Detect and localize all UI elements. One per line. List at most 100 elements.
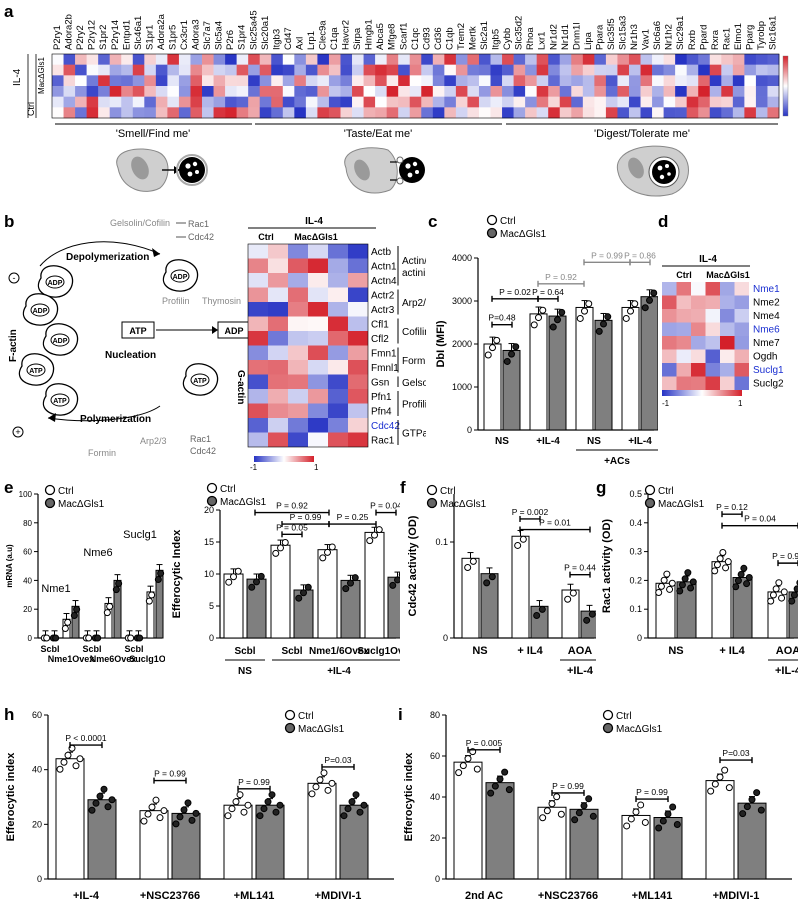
- y-axis-label: mRNA (a.u): [5, 544, 14, 588]
- x-tick-label: AOA: [776, 645, 798, 657]
- y-tick-label: 60: [23, 548, 32, 557]
- heatmap-cell: [675, 107, 687, 119]
- heatmap-cell: [282, 75, 295, 87]
- gene-label: Slc35d2: [514, 16, 525, 50]
- heatmap-cell: [308, 287, 328, 302]
- data-point: [276, 801, 284, 809]
- heatmap-cell: [513, 107, 526, 119]
- heatmap-b-category: GTPase: [402, 429, 426, 440]
- data-point: [743, 580, 751, 588]
- label-rac1-bottom: Rac1: [190, 434, 211, 444]
- p-value-annotation: P = 0.25: [337, 512, 369, 522]
- heatmap-cell: [571, 64, 584, 76]
- data-point: [154, 576, 162, 584]
- heatmap-cell: [248, 302, 268, 317]
- group-label-tolerate-me: 'Digest/Tolerate me': [594, 128, 690, 140]
- data-point: [722, 564, 730, 572]
- data-point: [790, 591, 798, 599]
- heatmap-cell: [167, 64, 180, 76]
- data-point: [655, 588, 663, 596]
- data-point: [676, 587, 684, 595]
- y-axis-label: DbI (MFI): [435, 320, 447, 367]
- p-value-annotation: P = 0.99: [154, 769, 186, 779]
- heatmap-cell: [490, 107, 503, 119]
- heatmap-cell: [502, 86, 514, 97]
- heatmap-cell: [268, 360, 288, 375]
- y-tick-label: 0.5: [629, 489, 642, 499]
- y-tick-label: 0: [28, 634, 33, 643]
- x-tick-label: Scbl: [281, 646, 302, 657]
- heatmap-cell: [617, 107, 630, 119]
- monomer-label: ATP: [53, 398, 67, 405]
- gene-label: Vav1: [641, 29, 652, 50]
- heatmap-cell: [348, 418, 368, 433]
- heatmap-cell: [236, 86, 249, 97]
- heatmap-cell: [63, 96, 76, 108]
- data-point: [70, 612, 78, 620]
- bar-ctrl: [575, 306, 594, 431]
- bar-ctrl: [453, 761, 483, 880]
- heatmap-cell: [705, 309, 720, 323]
- heatmap-cell: [525, 107, 537, 119]
- heatmap-cell: [305, 75, 318, 87]
- data-point: [224, 812, 232, 820]
- heatmap-cell: [328, 75, 341, 87]
- x-tick-label: NS: [472, 645, 487, 657]
- data-point: [687, 584, 695, 592]
- heatmap-cell: [444, 64, 457, 76]
- data-point: [281, 538, 289, 546]
- data-point: [64, 751, 72, 759]
- heatmap-cell: [348, 403, 368, 418]
- heatmap-cell: [409, 86, 422, 97]
- heatmap-cell: [75, 64, 87, 76]
- gene-label: S1pr1: [144, 25, 155, 50]
- heatmap-cell: [686, 86, 699, 97]
- x-tick-label: NS: [495, 436, 509, 447]
- y-tick-label: 1000: [452, 382, 472, 392]
- heatmap-cell: [305, 96, 318, 108]
- heatmap-cell: [652, 107, 664, 119]
- data-point: [632, 808, 640, 816]
- y-tick-label: 40: [32, 765, 42, 775]
- heatmap-cell: [248, 86, 261, 97]
- legend-ctrl-marker: [426, 484, 438, 496]
- heatmap-cell: [686, 96, 699, 108]
- heatmap-b-gene: Actn4: [371, 276, 397, 287]
- heatmap-cell: [109, 75, 122, 87]
- heatmap-cell: [721, 86, 734, 97]
- heatmap-cell: [559, 54, 572, 65]
- panel-b-heatmap: IL-4 Ctrl MacΔGls1 ActbActn1Actn4Actr2Ac…: [247, 216, 426, 472]
- heatmap-cell: [375, 64, 387, 76]
- heatmap-cell: [328, 360, 348, 375]
- data-point: [272, 808, 280, 816]
- heatmap-cell: [63, 107, 76, 119]
- p-value-annotation: P = 0.12: [716, 502, 748, 512]
- data-point: [112, 586, 120, 594]
- heatmap-cell: [663, 96, 676, 108]
- data-point: [106, 603, 114, 611]
- group-label: +ACs: [604, 456, 630, 467]
- heatmap-cell: [213, 75, 226, 87]
- legend-mac-marker: [486, 227, 498, 239]
- heatmap-cell: [734, 363, 749, 377]
- heatmap-cell: [490, 86, 503, 97]
- heatmap-cell: [432, 96, 445, 108]
- data-point: [344, 805, 352, 813]
- data-point: [172, 820, 180, 828]
- heatmap-cell: [652, 96, 664, 108]
- label-profilin: Profilin: [162, 296, 190, 306]
- data-point: [100, 785, 108, 793]
- heatmap-cell: [167, 96, 180, 108]
- heatmap-cell: [225, 107, 237, 119]
- heatmap-cell: [732, 96, 745, 108]
- data-point: [320, 769, 328, 777]
- heatmap-cell: [698, 86, 711, 97]
- heatmap-cell: [268, 316, 288, 331]
- data-point: [501, 768, 509, 776]
- data-point: [469, 557, 477, 565]
- gene-label: C1qb: [444, 27, 455, 50]
- heatmap-cell: [628, 75, 641, 87]
- heatmap-cell: [720, 322, 735, 336]
- heatmap-cell: [594, 64, 607, 76]
